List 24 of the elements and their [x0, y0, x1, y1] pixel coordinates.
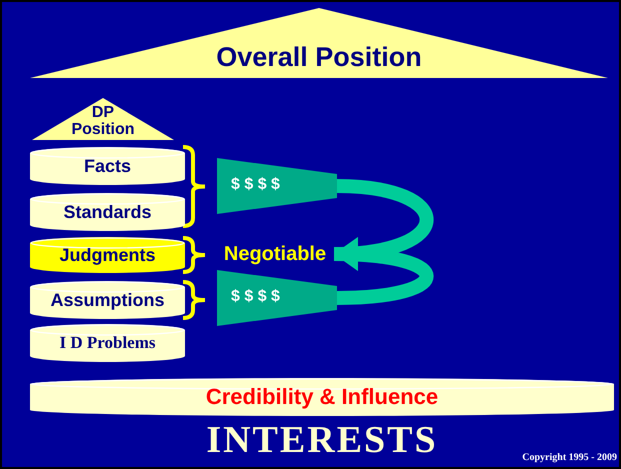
copyright-text: Copyright 1995 - 2009 — [521, 452, 617, 463]
pyramid-roof — [30, 8, 608, 78]
funnel-shape — [217, 158, 337, 214]
node-label: I D Problems — [58, 333, 156, 354]
node-label: Facts — [82, 156, 132, 177]
pyramid-roof — [32, 98, 174, 140]
node-label: Assumptions — [49, 290, 166, 311]
cylinder-layer — [30, 281, 185, 319]
heading-text: INTERESTS — [205, 418, 439, 462]
funnel-shape — [217, 270, 337, 326]
cylinder-layer — [30, 324, 185, 362]
node-label: $ $ $ $ — [231, 176, 280, 194]
note-text: Negotiable — [222, 242, 328, 266]
cylinder-layer — [30, 237, 185, 273]
cylinder-layer — [30, 378, 614, 416]
node-label: Judgments — [58, 244, 156, 266]
cylinder-layer — [30, 193, 185, 231]
node-label: Credibility & Influence — [204, 384, 440, 410]
node-label: $ $ $ $ — [231, 288, 280, 306]
node-label: Standards — [62, 202, 153, 223]
cylinder-layer — [30, 147, 185, 185]
node-label: DP Position — [70, 104, 136, 138]
node-label: Overall Position — [215, 42, 423, 73]
curved-arrow — [334, 238, 434, 305]
